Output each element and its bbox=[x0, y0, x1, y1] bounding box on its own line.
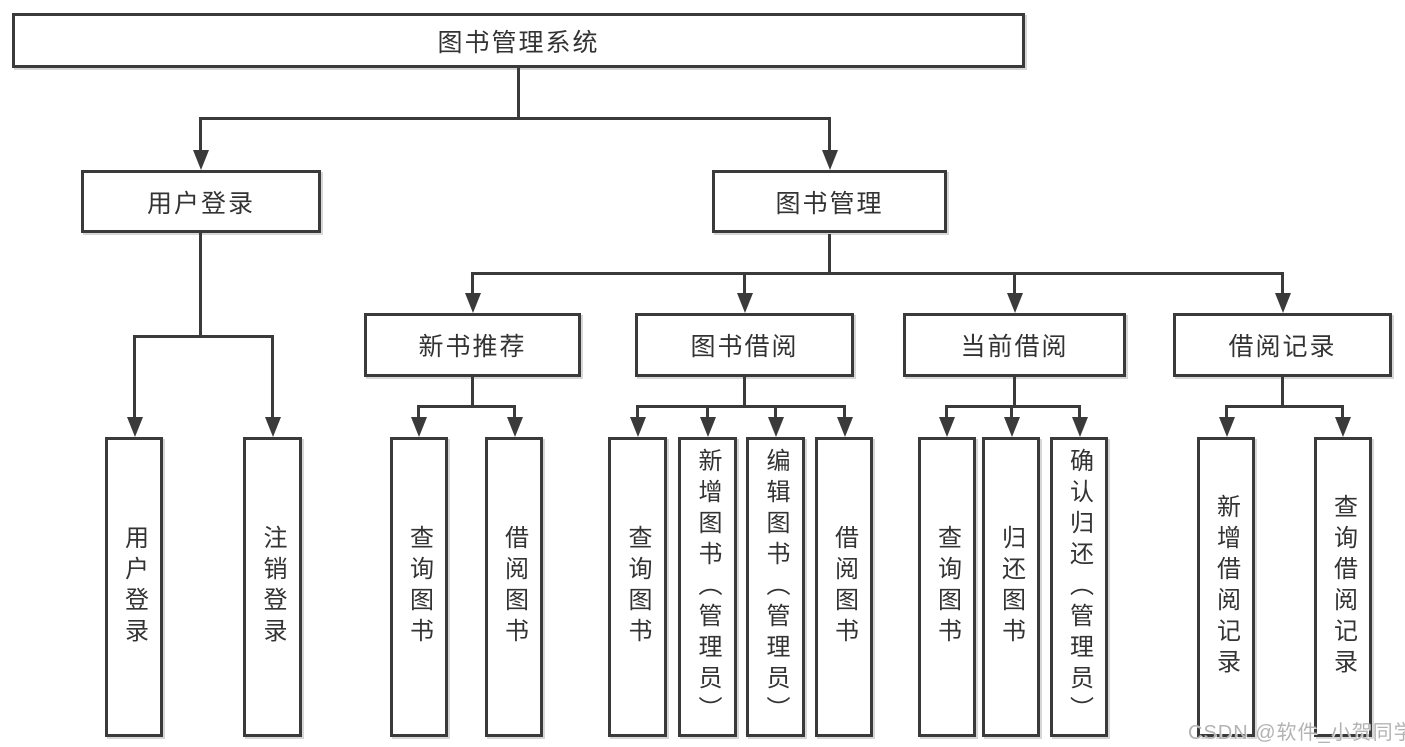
connector-borrow-vline bbox=[743, 377, 746, 408]
arrow-to-leaf-user-login bbox=[133, 338, 136, 417]
arrow-to-book-management bbox=[828, 120, 831, 150]
leaf-query-books-borrow: 查询图书 bbox=[608, 437, 667, 737]
connector-recommend-hline bbox=[417, 405, 516, 408]
leaf-confirm-return-admin: 确认归还（管理员） bbox=[1050, 437, 1108, 737]
arrow-to-borrow-records bbox=[1281, 275, 1284, 293]
arrow-to-add-books-admin bbox=[706, 408, 709, 417]
leaf-add-books-admin: 新增图书（管理员） bbox=[678, 437, 737, 737]
node-book-borrow: 图书借阅 bbox=[635, 313, 854, 377]
node-current-borrow: 当前借阅 bbox=[903, 313, 1126, 377]
connector-user-login-vline bbox=[199, 233, 202, 338]
arrow-to-query-books-recommend bbox=[417, 408, 420, 417]
arrow-to-borrow-books bbox=[843, 408, 846, 417]
arrow-to-leaf-logout bbox=[271, 338, 274, 417]
arrow-to-query-books-borrow bbox=[636, 408, 639, 417]
arrow-to-add-borrow-record bbox=[1225, 408, 1228, 417]
leaf-return-books: 归还图书 bbox=[982, 437, 1040, 737]
connector-root-hline bbox=[199, 117, 831, 120]
leaf-add-borrow-record: 新增借阅记录 bbox=[1197, 437, 1255, 737]
arrow-to-query-borrow-record bbox=[1341, 408, 1344, 417]
leaf-query-books-recommend: 查询图书 bbox=[390, 437, 448, 737]
leaf-borrow-books: 借阅图书 bbox=[815, 437, 873, 737]
connector-book-management-vline bbox=[828, 234, 831, 275]
connector-current-vline bbox=[1013, 377, 1016, 408]
node-book-management: 图书管理 bbox=[712, 170, 947, 233]
arrow-to-query-books-current bbox=[945, 408, 948, 417]
connector-book-management-hline bbox=[471, 272, 1284, 275]
leaf-query-borrow-record: 查询借阅记录 bbox=[1314, 437, 1372, 737]
node-root-library-system: 图书管理系统 bbox=[12, 13, 1025, 68]
leaf-borrow-books-recommend: 借阅图书 bbox=[485, 437, 543, 737]
connector-borrow-hline bbox=[636, 405, 846, 408]
leaf-query-books-current: 查询图书 bbox=[918, 437, 976, 737]
arrow-to-new-book-recommend bbox=[471, 275, 474, 293]
leaf-user-login: 用户登录 bbox=[105, 437, 163, 737]
arrow-to-confirm-return-admin bbox=[1078, 408, 1081, 417]
leaf-logout: 注销登录 bbox=[243, 437, 302, 737]
connector-recommend-vline bbox=[471, 377, 474, 408]
node-new-book-recommend: 新书推荐 bbox=[364, 313, 581, 377]
arrow-to-edit-books-admin bbox=[774, 408, 777, 417]
leaf-edit-books-admin: 编辑图书（管理员） bbox=[746, 437, 805, 737]
arrow-to-return-books bbox=[1010, 408, 1013, 417]
connector-user-login-hline bbox=[133, 335, 274, 338]
arrow-to-user-login bbox=[199, 120, 202, 150]
arrow-to-borrow-books-recommend bbox=[513, 408, 516, 417]
connector-current-hline bbox=[945, 405, 1081, 408]
node-user-login: 用户登录 bbox=[81, 170, 321, 233]
node-borrow-records: 借阅记录 bbox=[1173, 313, 1392, 377]
connector-root-vline bbox=[517, 68, 520, 120]
arrow-to-book-borrow bbox=[743, 275, 746, 293]
connector-records-vline bbox=[1281, 377, 1284, 408]
connector-records-hline bbox=[1225, 405, 1344, 408]
csdn-watermark: CSDN @软件_小贺同学 bbox=[1188, 722, 1405, 744]
arrow-to-current-borrow bbox=[1013, 275, 1016, 293]
